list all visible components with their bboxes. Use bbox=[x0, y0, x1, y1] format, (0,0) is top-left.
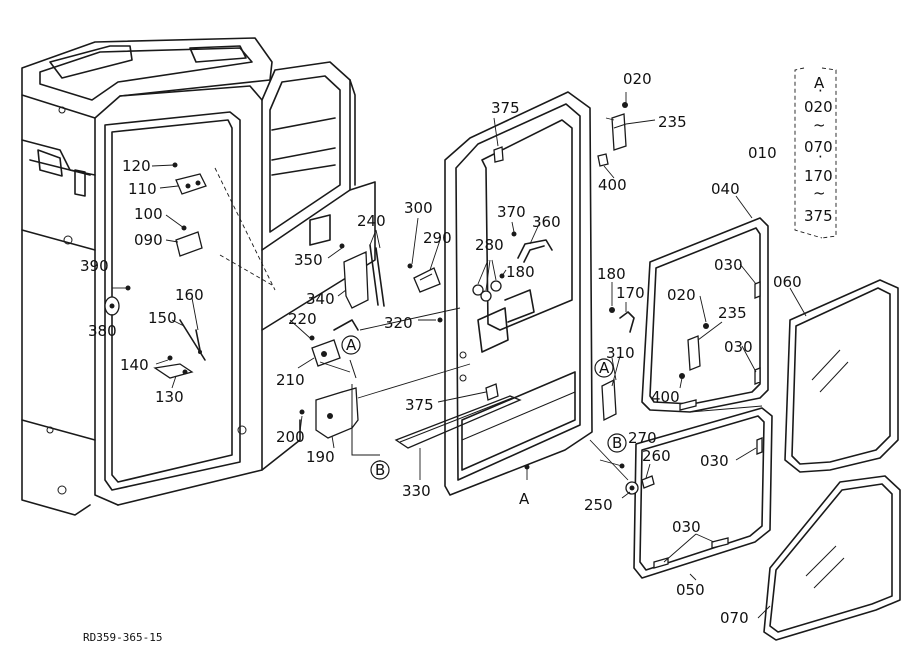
callout-320: 320 bbox=[384, 314, 413, 332]
legend-row-2: 070 bbox=[804, 138, 833, 156]
ref-letter-a1: A bbox=[346, 336, 357, 354]
callout-180a: 180 bbox=[506, 263, 535, 281]
callout-030d: 030 bbox=[672, 518, 701, 536]
callout-220: 220 bbox=[288, 310, 317, 328]
callout-260: 260 bbox=[642, 447, 671, 465]
callout-040: 040 bbox=[711, 180, 740, 198]
callout-330: 330 bbox=[402, 482, 431, 500]
ref-circle-b1 bbox=[370, 460, 390, 480]
ref-circle-a2 bbox=[594, 358, 614, 378]
lock-parts-bottom bbox=[589, 439, 655, 495]
window-050 bbox=[633, 405, 773, 579]
legend-header: A bbox=[814, 74, 825, 92]
callout-030c: 030 bbox=[700, 452, 729, 470]
callout-235b: 235 bbox=[718, 304, 747, 322]
legend: A · 020 ~ 070 · 170 ~ 375 bbox=[804, 74, 833, 225]
legend-row-4: 375 bbox=[804, 207, 833, 225]
callout-020a: 020 bbox=[623, 70, 652, 88]
callout-380: 380 bbox=[88, 322, 117, 340]
callout-030b: 030 bbox=[724, 338, 753, 356]
callout-120: 120 bbox=[122, 157, 151, 175]
callout-050: 050 bbox=[676, 581, 705, 599]
callout-290: 290 bbox=[423, 229, 452, 247]
frame-small-parts bbox=[104, 162, 207, 379]
callout-130: 130 bbox=[155, 388, 184, 406]
legend-row-3: 170 bbox=[804, 167, 833, 185]
callout-labels: 120 110 100 090 390 380 160 150 140 130 … bbox=[80, 70, 802, 627]
callout-020b: 020 bbox=[667, 286, 696, 304]
callout-100: 100 bbox=[134, 205, 163, 223]
callout-400b: 400 bbox=[651, 388, 680, 406]
legend-bracket bbox=[794, 67, 837, 239]
callout-370: 370 bbox=[497, 203, 526, 221]
callout-375a: 375 bbox=[491, 99, 520, 117]
callout-110: 110 bbox=[128, 180, 157, 198]
ref-letter-a2: A bbox=[599, 359, 610, 377]
callout-350: 350 bbox=[294, 251, 323, 269]
legend-tilde-2: ~ bbox=[813, 184, 826, 202]
callout-310: 310 bbox=[606, 344, 635, 362]
callout-200: 200 bbox=[276, 428, 305, 446]
callout-090: 090 bbox=[134, 231, 163, 249]
callout-a-point: A bbox=[519, 490, 530, 508]
callout-400a: 400 bbox=[598, 176, 627, 194]
legend-tilde-1: ~ bbox=[813, 116, 826, 134]
callout-160: 160 bbox=[175, 286, 204, 304]
ref-circle-a1 bbox=[341, 335, 361, 355]
legend-dot-2: · bbox=[818, 148, 823, 166]
callout-300: 300 bbox=[404, 199, 433, 217]
callout-375b: 375 bbox=[405, 396, 434, 414]
ref-circle-b2 bbox=[607, 433, 627, 453]
ref-letter-b1: B bbox=[375, 461, 385, 479]
legend-dot-1: · bbox=[818, 82, 823, 100]
ref-letter-b2: B bbox=[612, 434, 622, 452]
callout-140: 140 bbox=[120, 356, 149, 374]
callout-390: 390 bbox=[80, 257, 109, 275]
callout-010: 010 bbox=[748, 144, 777, 162]
callout-170: 170 bbox=[616, 284, 645, 302]
callout-270: 270 bbox=[628, 429, 657, 447]
figure-code: RD359-365-15 bbox=[83, 631, 162, 644]
callout-250: 250 bbox=[584, 496, 613, 514]
cab-frame bbox=[21, 37, 376, 516]
callout-190: 190 bbox=[306, 448, 335, 466]
callout-235a: 235 bbox=[658, 113, 687, 131]
callout-150: 150 bbox=[148, 309, 177, 327]
callout-070: 070 bbox=[720, 609, 749, 627]
door-frame bbox=[444, 91, 593, 496]
window-040 bbox=[601, 217, 769, 422]
reference-marks bbox=[341, 335, 627, 480]
callout-180b: 180 bbox=[597, 265, 626, 283]
callout-340: 340 bbox=[306, 290, 335, 308]
callout-030a: 030 bbox=[714, 256, 743, 274]
callout-280: 280 bbox=[475, 236, 504, 254]
callout-240: 240 bbox=[357, 212, 386, 230]
callout-060: 060 bbox=[773, 273, 802, 291]
reference-letters: A B A B bbox=[346, 336, 622, 479]
hinge-parts bbox=[597, 92, 656, 179]
glass-060 bbox=[784, 279, 899, 473]
legend-row-1: 020 bbox=[804, 98, 833, 116]
glass-070 bbox=[763, 475, 901, 641]
callout-360: 360 bbox=[532, 213, 561, 231]
leader-lines bbox=[111, 117, 807, 619]
callout-210: 210 bbox=[276, 371, 305, 389]
